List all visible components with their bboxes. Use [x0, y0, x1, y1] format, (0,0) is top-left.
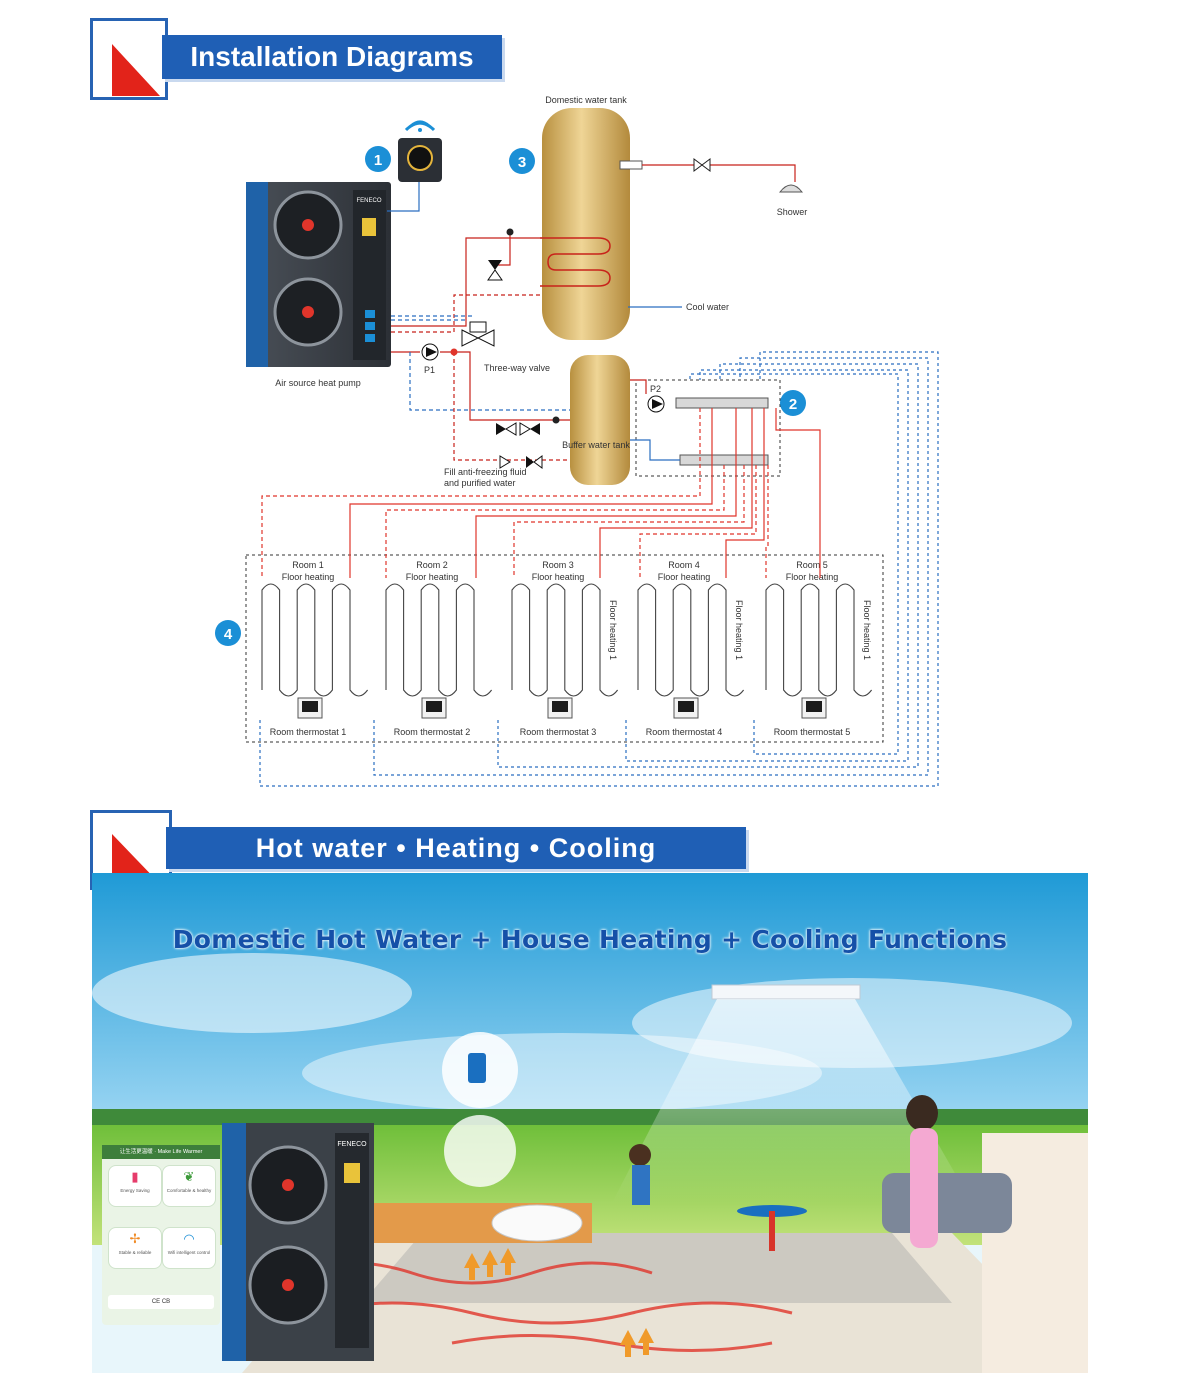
- slogan: 让生活更温暖 · Make Life Warmer: [102, 1145, 220, 1159]
- thermostat-label: Room thermostat 5: [774, 727, 851, 737]
- feature-panel: 让生活更温暖 · Make Life Warmer ▮ Energy Savin…: [102, 1145, 220, 1325]
- room-vertical-label: Floor heating 1: [608, 600, 618, 660]
- fill-label-line2: and purified water: [444, 478, 516, 488]
- pump-p2-label: P2: [650, 384, 661, 394]
- fill-label-line1: Fill anti-freezing fluid: [444, 467, 527, 477]
- shower-label: Shower: [777, 207, 808, 217]
- heat-pump-brand: FENECO: [356, 198, 381, 204]
- wifi-icon: ◠: [183, 1231, 195, 1246]
- section-header-installation: Installation Diagrams: [90, 18, 510, 100]
- badge-4: 4: [224, 626, 233, 643]
- feature-stable: ✢ Stable & reliable: [108, 1227, 162, 1269]
- hero-scene: FENECO Domestic Hot Water + House Heatin…: [92, 873, 1088, 1373]
- thermostat-label: Room thermostat 4: [646, 727, 723, 737]
- badge-1: 1: [374, 152, 382, 169]
- thermostat-screen: [302, 701, 318, 712]
- floor-heating-loop: [511, 583, 619, 697]
- fan-icon: ✢: [129, 1231, 141, 1246]
- room-vertical-label: Floor heating 1: [734, 600, 744, 660]
- room-heating-type: Floor heating: [532, 572, 585, 582]
- section-title: Hot water • Heating • Cooling: [166, 827, 746, 869]
- pump-p2-icon: [647, 395, 665, 413]
- section-header-functions: Hot water • Heating • Cooling: [90, 810, 750, 890]
- pump-p1-icon: [421, 343, 439, 361]
- floor-heating-loop: [637, 583, 745, 697]
- certification-logos: CE CB: [108, 1295, 214, 1309]
- thermostat-label: Room thermostat 3: [520, 727, 597, 737]
- thermostat-screen: [806, 701, 822, 712]
- thermostat-label: Room thermostat 2: [394, 727, 471, 737]
- cool-water-label: Cool water: [686, 302, 729, 312]
- installation-diagram: FENECO Air source heat pump Domestic wat…: [215, 95, 939, 787]
- feature-energy-saving: ▮ Energy Saving: [108, 1165, 162, 1207]
- room-name: Room 2: [416, 560, 448, 570]
- shower-icon: [778, 184, 804, 193]
- buffer-water-tank: [570, 355, 630, 485]
- feature-comfortable: ❦ Comfortable & healthy: [162, 1165, 216, 1207]
- heat-pump-unit: FENECO: [246, 182, 391, 367]
- battery-icon: ▮: [131, 1169, 139, 1184]
- floor-heating-loop: [765, 583, 873, 697]
- room-vertical-label: Floor heating 1: [862, 600, 872, 660]
- room-name: Room 3: [542, 560, 574, 570]
- three-way-valve-label: Three-way valve: [484, 363, 550, 373]
- thermostat-screen: [426, 701, 442, 712]
- leaf-icon: ❦: [183, 1169, 195, 1184]
- room-heating-type: Floor heating: [282, 572, 335, 582]
- scene-illustration: FENECO: [92, 873, 1088, 1373]
- badge-2: 2: [789, 396, 797, 413]
- three-way-valve-icon: [461, 321, 495, 347]
- rooms-container: [245, 554, 884, 743]
- floor-heating-loop: [261, 583, 369, 697]
- pump-p1-label: P1: [424, 365, 435, 375]
- room-name: Room 1: [292, 560, 324, 570]
- scene-unit-brand: FENECO: [337, 1141, 367, 1148]
- feature-wifi: ◠ Wifi intelligent control: [162, 1227, 216, 1269]
- header-triangle-icon: [112, 44, 160, 96]
- buffer-tank-label: Buffer water tank: [562, 440, 630, 450]
- thermostat-screen: [552, 701, 568, 712]
- room-heating-type: Floor heating: [786, 572, 839, 582]
- thermostat-label: Room thermostat 1: [270, 727, 347, 737]
- room-name: Room 4: [668, 560, 700, 570]
- section-title: Installation Diagrams: [162, 35, 502, 79]
- domestic-tank-label: Domestic water tank: [545, 95, 627, 105]
- scene-headline: Domestic Hot Water + House Heating + Coo…: [172, 925, 1008, 954]
- floor-heating-loop: [385, 583, 493, 697]
- room-heating-type: Floor heating: [406, 572, 459, 582]
- room-name: Room 5: [796, 560, 828, 570]
- room-heating-type: Floor heating: [658, 572, 711, 582]
- domestic-water-tank: [540, 108, 643, 340]
- heat-pump-label: Air source heat pump: [275, 378, 361, 388]
- badge-3: 3: [518, 154, 526, 171]
- thermostat-screen: [678, 701, 694, 712]
- controller-panel: [398, 120, 442, 182]
